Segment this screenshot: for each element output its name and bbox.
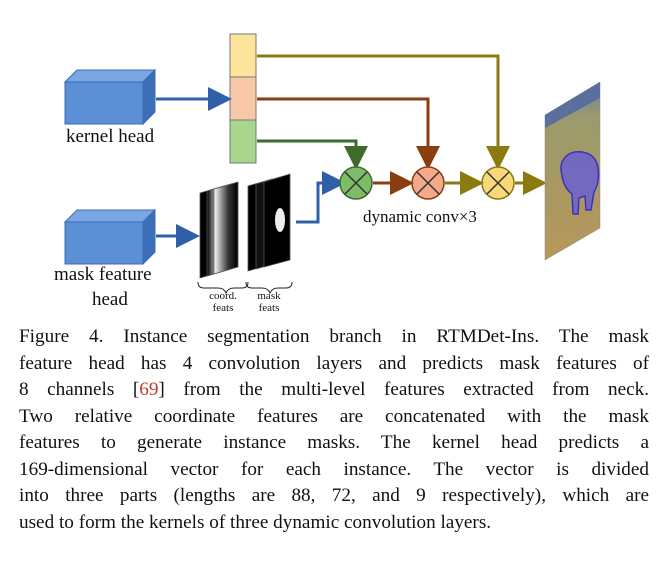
mask-feats-label: mask feats xyxy=(249,290,289,314)
caption-line-3-post: ] from the multi-level features extracte… xyxy=(158,379,649,400)
diagram-canvas xyxy=(63,33,601,295)
caption-line-3: 8 channels [69] from the multi-level fea… xyxy=(19,377,649,404)
mask-feats-line2: feats xyxy=(258,302,280,314)
arrow-kernel-part-2 xyxy=(257,97,440,170)
mask-feature-head-box xyxy=(63,208,157,266)
citation-link[interactable]: 69 xyxy=(139,379,159,400)
arrow-kernel-part-1 xyxy=(257,54,510,170)
kernel-vector xyxy=(229,33,257,164)
kernel-part-1 xyxy=(229,33,257,78)
mask-brace xyxy=(245,281,293,295)
dynamic-conv-1 xyxy=(339,166,373,200)
kernel-head-box xyxy=(63,68,157,126)
caption-line-3-pre: 8 channels [ xyxy=(19,379,140,400)
kernel-part-3 xyxy=(229,119,257,164)
coord-brace xyxy=(197,281,249,295)
caption-line-7: into three parts (lengths are 88, 72, an… xyxy=(19,485,649,506)
coord-feature-maps xyxy=(199,181,239,279)
kernel-part-2 xyxy=(229,76,257,121)
output-mask-image xyxy=(544,81,601,261)
figure-caption: Figure 4. Instance segmentation branch i… xyxy=(19,324,649,536)
mask-feature-head-label-2: head xyxy=(92,289,128,310)
caption-line-6: 169-dimensional vector for each instance… xyxy=(19,458,649,480)
arrow-kernel-part-3 xyxy=(257,139,368,170)
coord-feats-line1: coord. xyxy=(209,290,237,302)
figure-diagram: kernel head mask feature head coord. fea… xyxy=(54,33,601,314)
mask-feature-head-label: mask feature xyxy=(54,264,152,285)
caption-line-8: used to form the kernels of three dynami… xyxy=(19,511,492,533)
dynamic-conv-label: dynamic conv×3 xyxy=(363,207,477,226)
caption-line-5: features to generate instance masks. The… xyxy=(19,432,649,453)
arrow-features-to-conv xyxy=(296,171,346,224)
coord-feats-line2: feats xyxy=(212,302,234,314)
kernel-head-label: kernel head xyxy=(66,126,155,147)
mask-feature-maps xyxy=(247,173,291,272)
caption-line-2: feature head has 4 convolution layers an… xyxy=(19,352,649,374)
caption-line-1: Figure 4. Instance segmentation branch i… xyxy=(19,326,649,347)
dynamic-conv-3 xyxy=(481,166,515,200)
dynamic-conv-2 xyxy=(411,166,445,200)
caption-line-4: Two relative coordinate features are con… xyxy=(19,405,649,427)
coord-feats-label: coord. feats xyxy=(199,290,247,314)
mask-feats-line1: mask xyxy=(257,290,281,302)
